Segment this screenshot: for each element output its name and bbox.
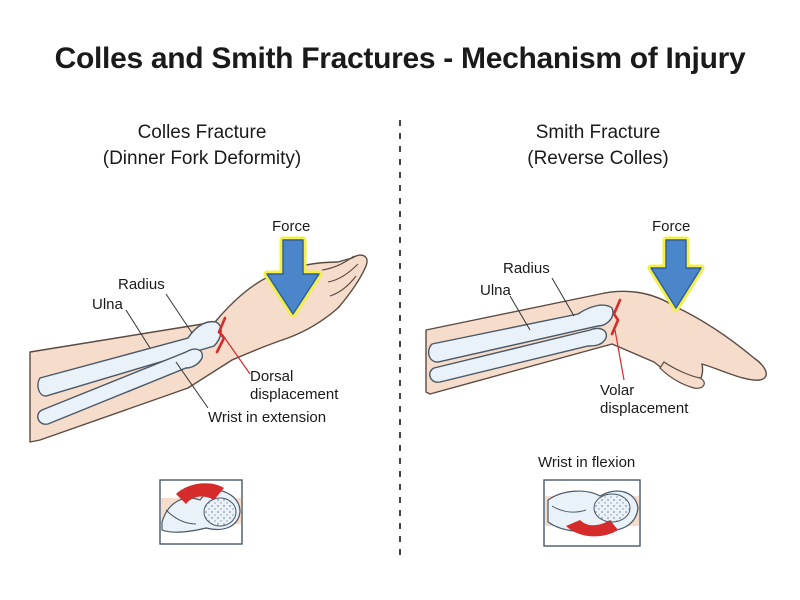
colles-force-label: Force bbox=[272, 218, 311, 235]
colles-illustration bbox=[29, 236, 368, 545]
smith-fracture-line bbox=[610, 298, 622, 336]
smith-displacement-label: Volar displacement bbox=[600, 382, 688, 418]
colles-wrist-label: Wrist in extension bbox=[208, 409, 327, 426]
colles-radius-label: Radius bbox=[118, 276, 165, 293]
smith-displacement-line1: Volar bbox=[600, 382, 635, 399]
colles-displacement-leader bbox=[221, 333, 251, 375]
colles-radius-leader bbox=[165, 293, 193, 334]
colles-ulna-leader bbox=[125, 309, 151, 349]
colles-heading-line2: (Dinner Fork Deformity) bbox=[102, 148, 302, 169]
smith-force-arrow bbox=[647, 236, 705, 312]
smith-displacement-leader bbox=[614, 329, 625, 381]
smith-ulna-label: Ulna bbox=[480, 282, 511, 299]
smith-ulna-bone bbox=[429, 327, 607, 383]
colles-finger-lines bbox=[321, 255, 359, 297]
smith-radius-leader bbox=[551, 277, 575, 317]
colles-heading: Colles Fracture (Dinner Fork Deformity) bbox=[52, 120, 352, 172]
smith-heading-line2: (Reverse Colles) bbox=[527, 148, 669, 169]
colles-wrist-leader bbox=[175, 361, 209, 409]
colles-fracture-line bbox=[215, 316, 227, 354]
colles-displacement-label: Dorsal displacement bbox=[250, 368, 338, 404]
colles-force-arrow bbox=[263, 236, 323, 318]
main-title: Colles and Smith Fractures - Mechanism o… bbox=[54, 42, 746, 75]
smith-illustration bbox=[425, 236, 767, 547]
smith-heading-line1: Smith Fracture bbox=[535, 122, 661, 143]
smith-force-label: Force bbox=[652, 218, 691, 235]
smith-radius-bone bbox=[427, 304, 614, 363]
colles-inset bbox=[159, 479, 243, 545]
smith-displacement-line2: displacement bbox=[600, 400, 689, 417]
smith-heading: Smith Fracture (Reverse Colles) bbox=[448, 120, 748, 172]
colles-ulna-bone bbox=[37, 348, 203, 425]
colles-ulna-label: Ulna bbox=[92, 296, 123, 313]
smith-ulna-leader bbox=[509, 295, 531, 331]
colles-displacement-line2: displacement bbox=[250, 386, 339, 403]
colles-heading-line1: Colles Fracture bbox=[137, 122, 267, 143]
smith-radius-label: Radius bbox=[503, 260, 550, 277]
colles-displacement-line1: Dorsal bbox=[250, 368, 294, 385]
smith-wrist-label: Wrist in flexion bbox=[538, 454, 636, 471]
smith-inset bbox=[543, 479, 641, 547]
smith-thumb bbox=[659, 361, 705, 389]
